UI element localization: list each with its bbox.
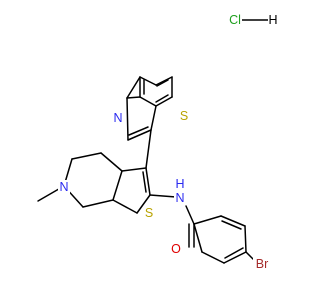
benzothiazole-thiazole-ring xyxy=(126,76,157,141)
structure-canvas: Cl H S N S N H O Br N xyxy=(37,13,278,271)
salt-chlorine-label: Cl xyxy=(229,13,241,27)
bromine-label: Br xyxy=(256,257,269,271)
benzothiazole-benzene-ring xyxy=(139,76,173,107)
amide-hydrogen-label: H xyxy=(175,177,184,191)
carbonyl-oxygen-label: O xyxy=(171,242,181,256)
atom-labels: Cl H S N S N H O Br N xyxy=(58,13,278,271)
thiophene-sulfur-label: S xyxy=(145,206,153,220)
benzothiazole-nitrogen-label: N xyxy=(113,111,122,125)
piperidine-nitrogen-label: N xyxy=(59,180,68,194)
amide-linker xyxy=(149,194,195,248)
molecule-diagram: Cl H S N S N H O Br N xyxy=(37,13,278,271)
salt-hydrogen-label: H xyxy=(268,13,277,27)
bromophenyl-ring xyxy=(193,215,257,264)
thiophene-ring xyxy=(112,129,152,214)
tetrahydropyridine-ring xyxy=(37,152,123,208)
amide-nitrogen-label: N xyxy=(175,191,184,205)
benzothiazole-sulfur-label: S xyxy=(180,109,188,123)
